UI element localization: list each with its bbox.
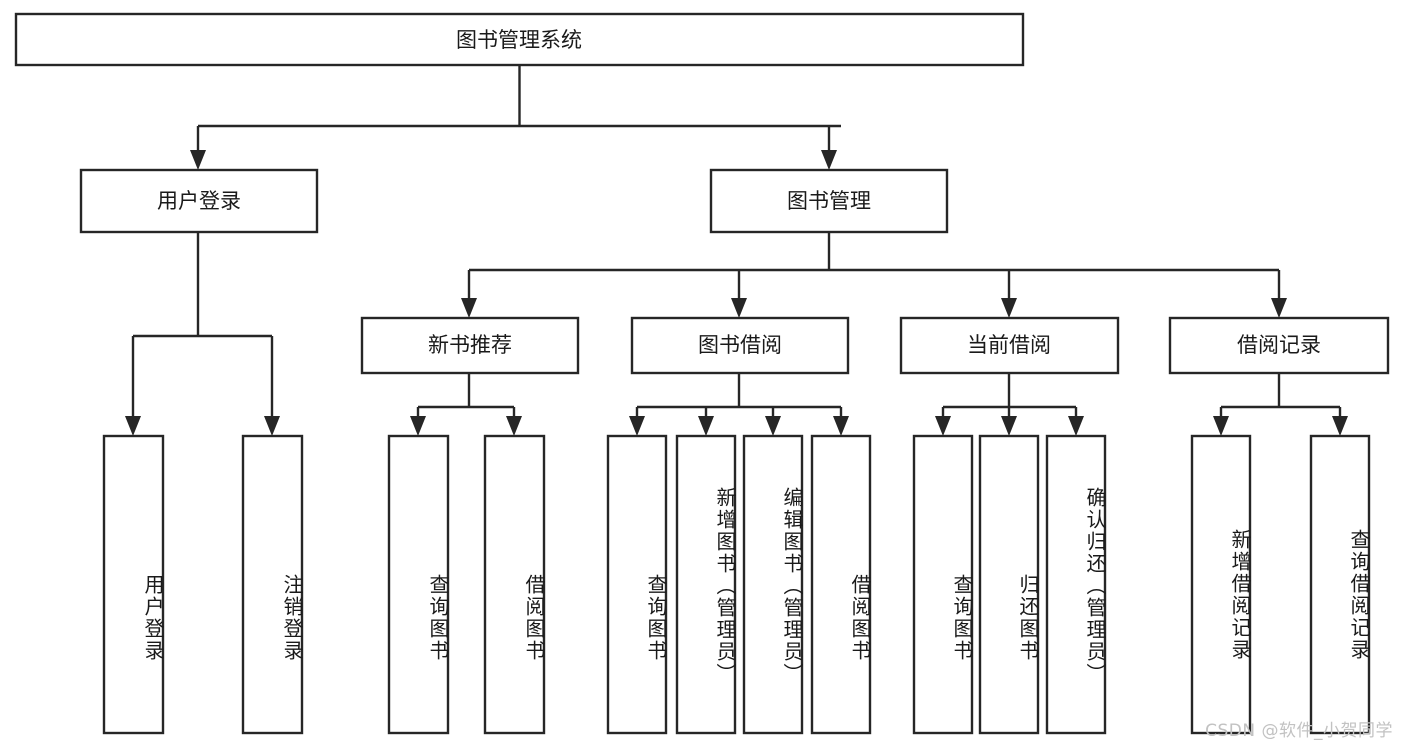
edge-group-new-book-to-leaves bbox=[410, 373, 522, 436]
node-borrow-record-label: 借阅记录 bbox=[1237, 333, 1321, 357]
arrow-head-current-borrow-child-1 bbox=[935, 416, 951, 436]
leaf-rect-book-borrow-2[interactable] bbox=[675, 434, 737, 735]
node-book-management[interactable]: 图书管理 bbox=[709, 168, 949, 234]
arrow-head-current-borrow bbox=[1001, 298, 1017, 318]
leaf-rect-book-borrow-4[interactable] bbox=[810, 434, 872, 735]
arrow-head-book-borrow-child-3 bbox=[765, 416, 781, 436]
node-root-rect[interactable] bbox=[14, 12, 1025, 67]
edge-group-current-borrow-to-leaves bbox=[935, 373, 1084, 436]
leaf-rect-current-borrow-3[interactable] bbox=[1045, 434, 1107, 735]
leaf-rect-group bbox=[102, 434, 1371, 735]
arrow-head-borrow-record-child-2 bbox=[1332, 416, 1348, 436]
node-book-borrow-label: 图书借阅 bbox=[698, 333, 782, 357]
node-root-label: 图书管理系统 bbox=[456, 28, 582, 52]
leaf-rect-current-borrow-2[interactable] bbox=[978, 434, 1040, 735]
arrow-head-new-book bbox=[461, 298, 477, 318]
node-root[interactable]: 图书管理系统 bbox=[14, 12, 1025, 67]
arrow-head-book-borrow-child-4 bbox=[833, 416, 849, 436]
leaf-rect-new-book-2[interactable] bbox=[483, 434, 546, 735]
leaf-rect-borrow-record-1[interactable] bbox=[1190, 434, 1252, 735]
node-new-book-recommend-rect[interactable] bbox=[360, 316, 580, 375]
leaf-rect-book-borrow-3[interactable] bbox=[742, 434, 804, 735]
edge-group-user-login-to-leaves bbox=[125, 232, 280, 436]
arrow-head-book-borrow bbox=[731, 298, 747, 318]
arrow-head-current-borrow-child-2 bbox=[1001, 416, 1017, 436]
node-book-management-label: 图书管理 bbox=[787, 189, 871, 213]
arrow-head-book-mgmt bbox=[821, 150, 837, 170]
edge-group-book-mgmt-to-level3 bbox=[461, 232, 1287, 318]
leaf-rect-book-borrow-1[interactable] bbox=[606, 434, 668, 735]
node-borrow-record-rect[interactable] bbox=[1168, 316, 1390, 375]
arrow-head-current-borrow-child-3 bbox=[1068, 416, 1084, 436]
arrow-head-user-login-child-1 bbox=[125, 416, 141, 436]
node-borrow-record[interactable]: 借阅记录 bbox=[1168, 316, 1390, 375]
arrow-head-borrow-record bbox=[1271, 298, 1287, 318]
node-user-login-rect[interactable] bbox=[79, 168, 319, 234]
node-current-borrow-rect[interactable] bbox=[899, 316, 1120, 375]
leaf-rect-user-login-1[interactable] bbox=[102, 434, 165, 735]
node-current-borrow-label: 当前借阅 bbox=[967, 333, 1051, 357]
arrow-head-user-login-child-2 bbox=[264, 416, 280, 436]
node-book-borrow[interactable]: 图书借阅 bbox=[630, 316, 850, 375]
node-user-login[interactable]: 用户登录 bbox=[79, 168, 319, 234]
node-book-management-rect[interactable] bbox=[709, 168, 949, 234]
leaf-rect-current-borrow-1[interactable] bbox=[912, 434, 974, 735]
arrow-head-book-borrow-child-1 bbox=[629, 416, 645, 436]
arrow-head-user-login bbox=[190, 150, 206, 170]
arrow-head-new-book-child-1 bbox=[410, 416, 426, 436]
leaf-rect-borrow-record-2[interactable] bbox=[1309, 434, 1371, 735]
leaf-rect-new-book-1[interactable] bbox=[387, 434, 450, 735]
edge-group-book-borrow-to-leaves bbox=[629, 373, 849, 436]
node-current-borrow[interactable]: 当前借阅 bbox=[899, 316, 1120, 375]
node-new-book-recommend-label: 新书推荐 bbox=[428, 333, 512, 357]
node-book-borrow-rect[interactable] bbox=[630, 316, 850, 375]
arrow-head-new-book-child-2 bbox=[506, 416, 522, 436]
edge-group-borrow-record-to-leaves bbox=[1213, 373, 1348, 436]
node-user-login-label: 用户登录 bbox=[157, 189, 241, 213]
arrow-head-borrow-record-child-1 bbox=[1213, 416, 1229, 436]
arrow-head-book-borrow-child-2 bbox=[698, 416, 714, 436]
node-new-book-recommend[interactable]: 新书推荐 bbox=[360, 316, 580, 375]
leaf-rect-user-login-2[interactable] bbox=[241, 434, 304, 735]
csdn-watermark: CSDN @软件_小贺同学 bbox=[1205, 721, 1393, 741]
edge-group-root-to-level2 bbox=[190, 65, 841, 170]
